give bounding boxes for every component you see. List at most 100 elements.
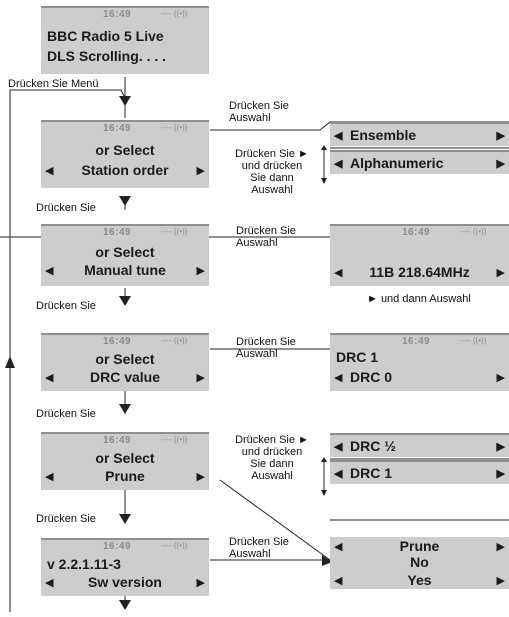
screen-line: or Select	[95, 244, 155, 260]
signal-icon: ---- ((•))	[161, 123, 188, 132]
lcd-screen-sw-version: 16:49 ---- ((•)) v 2.2.1.11-3 Sw version…	[41, 538, 209, 596]
drc-current: DRC 1	[336, 349, 379, 365]
option-label: DRC ½	[350, 438, 396, 454]
signal-icon: ---- ((•))	[161, 336, 188, 345]
signal-icon: ---- ((•))	[161, 227, 188, 236]
signal-icon: ---- ((•))	[460, 227, 487, 236]
label-line: und drücken	[241, 160, 303, 172]
prune-no: No	[410, 554, 429, 570]
signal-icon: ---- ((•))	[460, 336, 487, 345]
arrow-right-icon: ▶	[496, 468, 505, 480]
label-then-select: ► und dann Auswahl	[367, 293, 471, 305]
arrow-left-icon: ◀	[45, 165, 54, 177]
clock-time: 16:49	[103, 435, 132, 446]
menu-option: Prune	[105, 468, 145, 484]
option-drc-half: ◀ DRC ½ ▶	[330, 433, 509, 457]
arrow-right-icon: ▶	[496, 372, 505, 384]
option-ensemble: ◀ Ensemble ▶	[330, 122, 509, 146]
label-line: Sie dann	[250, 458, 294, 470]
arrow-right-icon: ▶	[196, 577, 205, 589]
menu-option: Manual tune	[84, 262, 166, 278]
label-line: Auswahl	[251, 184, 293, 196]
clock-time: 16:49	[402, 336, 431, 347]
label-press-select: Drücken Sie Auswahl	[229, 100, 289, 124]
label-press-arrow: Drücken Sie ► und drücken Sie dann Auswa…	[226, 148, 318, 196]
label-press: Drücken Sie	[36, 513, 96, 525]
clock-time: 16:49	[103, 123, 132, 134]
label-line: Drücken Sie ►	[235, 148, 309, 160]
drc-option: DRC 0	[350, 369, 393, 385]
option-label: DRC 1	[350, 465, 393, 481]
arrow-right-icon: ▶	[496, 267, 505, 279]
screen-line: or Select	[95, 351, 155, 367]
label-press-arrow: Drücken Sie ► und drücken Sie dann Auswa…	[226, 434, 318, 482]
label-line: Auswahl	[251, 470, 293, 482]
lcd-screen-radio: 16:49 ---- ((•)) BBC Radio 5 Live DLS Sc…	[41, 6, 209, 74]
label-line: Drücken Sie	[229, 536, 289, 548]
label-line: Drücken Sie	[236, 336, 296, 348]
option-alphanumeric: ◀ Alphanumeric ▶	[330, 150, 509, 174]
label-press: Drücken Sie	[36, 202, 96, 214]
arrow-right-icon: ▶	[496, 575, 505, 587]
label-line: Sie dann	[250, 172, 294, 184]
label-line: Drücken Sie	[236, 225, 296, 237]
label-line: Auswahl	[229, 112, 271, 124]
label-line: Drücken Sie ►	[235, 434, 309, 446]
arrow-right-icon: ▶	[496, 130, 505, 142]
lcd-screen-station-order: 16:49 ---- ((•)) or Select Station order…	[41, 120, 209, 188]
arrow-left-icon: ◀	[334, 441, 343, 453]
version-number: v 2.2.1.11-3	[47, 556, 121, 572]
arrow-left-icon: ◀	[45, 372, 54, 384]
label-press-select: Drücken Sie Auswahl	[229, 536, 289, 560]
arrow-right-icon: ▶	[196, 165, 205, 177]
menu-option: DRC value	[89, 369, 161, 385]
signal-icon: ---- ((•))	[161, 9, 188, 18]
station-name: BBC Radio 5 Live	[47, 28, 164, 44]
label-menu: Drücken Sie Menü	[8, 78, 99, 90]
dls-text: DLS Scrolling. . . .	[47, 48, 167, 64]
label-line: Auswahl	[236, 237, 278, 249]
lcd-screen-prune: 16:49 ---- ((•)) or Select Prune ◀ ▶	[41, 432, 209, 490]
arrow-left-icon: ◀	[334, 541, 343, 553]
arrow-right-icon: ▶	[496, 441, 505, 453]
label-press-select: Drücken Sie Auswahl	[236, 336, 296, 360]
menu-option: Sw version	[88, 574, 162, 590]
option-label: Alphanumeric	[350, 155, 444, 171]
prune-title: Prune	[399, 538, 440, 554]
clock-time: 16:49	[103, 227, 132, 238]
clock-time: 16:49	[103, 9, 132, 20]
label-line: Auswahl	[236, 348, 278, 360]
label-press: Drücken Sie	[36, 408, 96, 420]
menu-option: Station order	[81, 162, 169, 178]
option-label: Ensemble	[350, 127, 417, 143]
arrow-right-icon: ▶	[496, 158, 505, 170]
arrow-left-icon: ◀	[334, 267, 343, 279]
clock-time: 16:49	[103, 541, 132, 552]
option-drc-one: ◀ DRC 1 ▶	[330, 460, 509, 484]
arrow-left-icon: ◀	[45, 265, 54, 277]
lcd-screen-drc: 16:49 ---- ((•)) DRC 1 ◀ DRC 0 ▶	[330, 333, 509, 391]
frequency-readout: 11B 218.64MHz	[369, 264, 470, 280]
arrow-left-icon: ◀	[334, 158, 343, 170]
signal-icon: ---- ((•))	[161, 541, 188, 550]
arrow-left-icon: ◀	[334, 468, 343, 480]
arrow-left-icon: ◀	[45, 577, 54, 589]
signal-icon: ---- ((•))	[161, 435, 188, 444]
lcd-screen-frequency: 16:49 ---- ((•)) ◀ 11B 218.64MHz ▶	[330, 224, 509, 286]
arrow-left-icon: ◀	[45, 471, 54, 483]
label-line: Drücken Sie	[229, 100, 289, 112]
arrow-left-icon: ◀	[334, 372, 343, 384]
clock-time: 16:49	[402, 227, 431, 238]
label-press-select: Drücken Sie Auswahl	[236, 225, 296, 249]
arrow-right-icon: ▶	[496, 541, 505, 553]
label-press: Drücken Sie	[36, 300, 96, 312]
arrow-right-icon: ▶	[196, 471, 205, 483]
clock-time: 16:49	[103, 336, 132, 347]
arrow-left-icon: ◀	[334, 130, 343, 142]
lcd-screen-manual-tune: 16:49 ---- ((•)) or Select Manual tune ◀…	[41, 224, 209, 286]
lcd-screen-drc-value: 16:49 ---- ((•)) or Select DRC value ◀ ▶	[41, 333, 209, 391]
label-line: Auswahl	[229, 548, 271, 560]
prune-yes: Yes	[407, 572, 432, 588]
lcd-screen-prune-confirm: ◀ Prune ▶ No ◀ Yes ▶	[330, 537, 509, 589]
screen-line: or Select	[95, 142, 155, 158]
